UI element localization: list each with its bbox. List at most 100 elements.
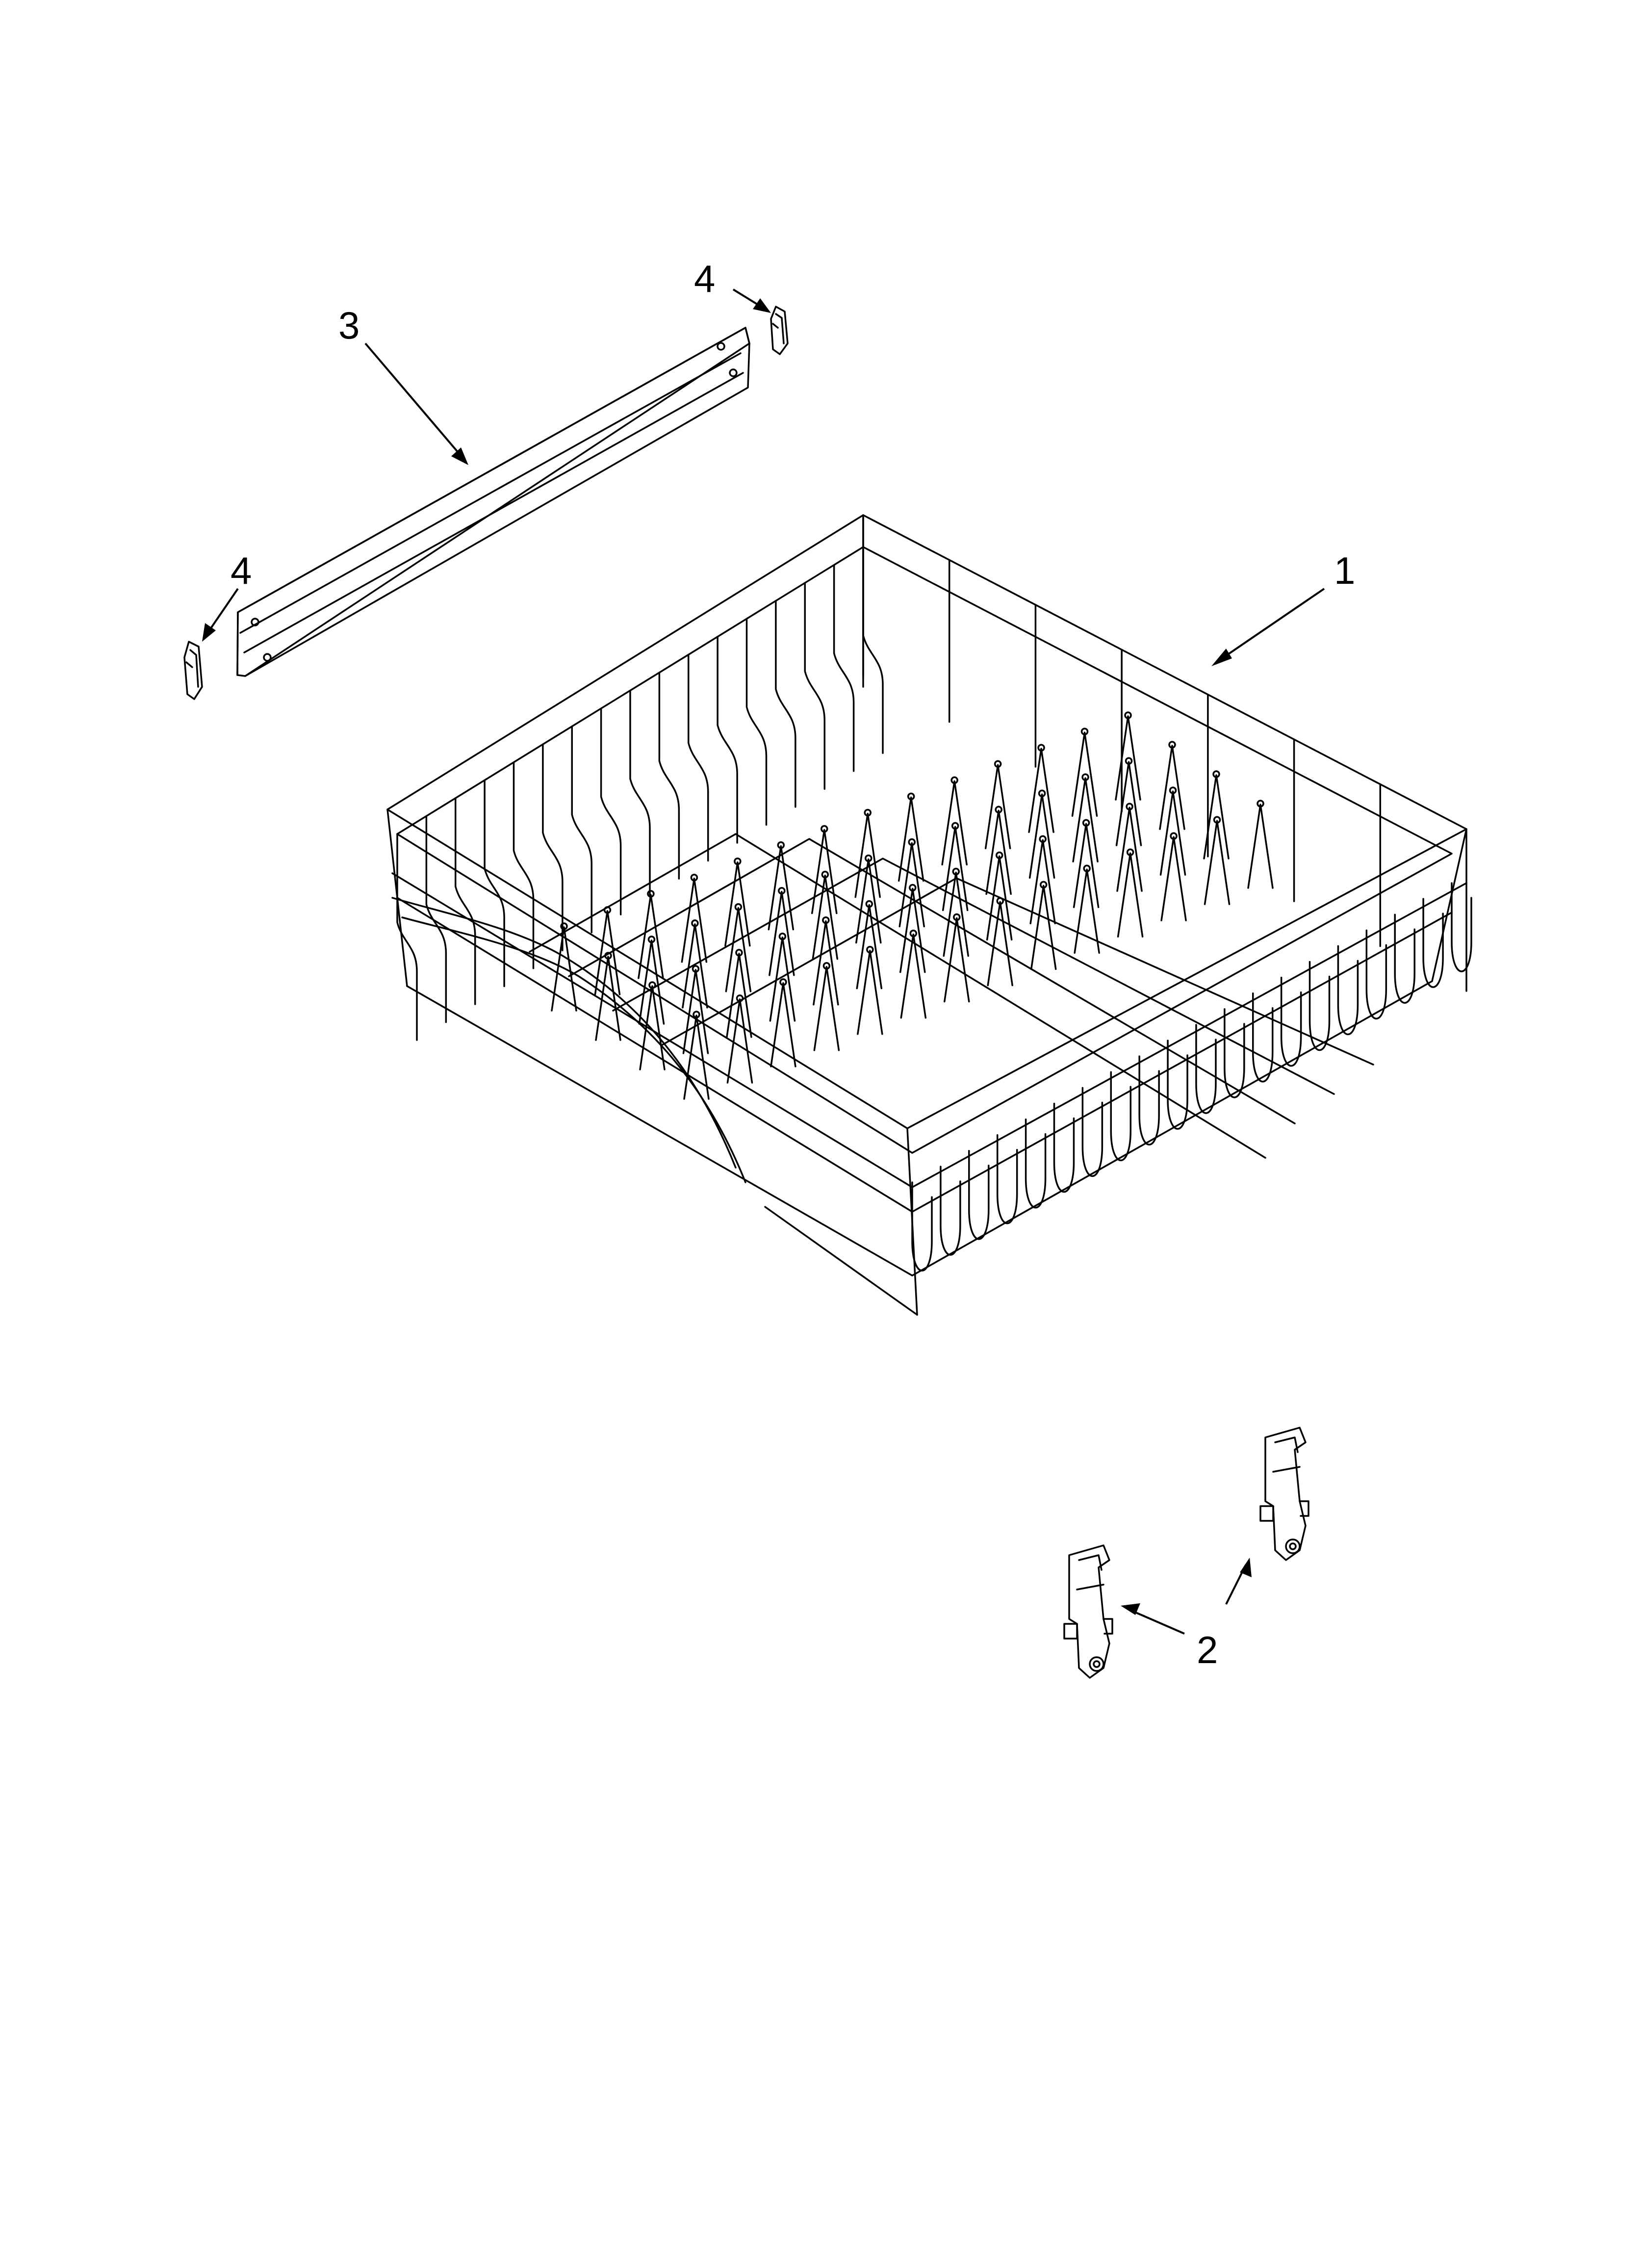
callout-track: 3: [338, 304, 359, 347]
rack-peg: [595, 956, 621, 1041]
rack-peg-tip: [1037, 744, 1045, 752]
rack-peg: [854, 812, 881, 898]
rack-front-tine: [1394, 913, 1415, 1004]
rack-peg-tip: [560, 922, 568, 930]
rack-peg: [1073, 823, 1100, 908]
rack-peg: [1116, 807, 1143, 892]
rack-peg: [1028, 793, 1055, 879]
rack-back-tine: [513, 761, 535, 969]
rack-peg: [1115, 715, 1141, 801]
rack-peg: [1117, 852, 1144, 938]
arrowhead-3: [451, 447, 468, 465]
leader-1: [1215, 588, 1325, 663]
rack-peg: [1074, 868, 1100, 954]
rack-peg: [941, 780, 968, 866]
rack-peg-tip: [995, 851, 1003, 860]
rack-peg-tip: [995, 806, 1002, 814]
rack-peg: [987, 901, 1013, 987]
rack-peg-tip: [822, 916, 830, 924]
rack-peg: [900, 933, 927, 1019]
rack-front-tine: [996, 1134, 1018, 1225]
rack-peg: [724, 861, 751, 947]
rack-peg: [1072, 777, 1099, 862]
rack-peg-tip: [952, 867, 960, 876]
rack-front-tine: [1081, 1087, 1103, 1177]
rack-peg: [594, 910, 621, 995]
rack-peg-tip: [953, 913, 961, 921]
callout-clip-left: 4: [231, 549, 252, 592]
rack-peg: [638, 939, 665, 1025]
rack-front-tine: [1167, 1040, 1188, 1130]
rack-peg: [769, 890, 795, 976]
rack-peg-tip: [736, 994, 744, 1002]
rack-peg: [551, 926, 577, 1012]
arrowhead-4-top: [753, 298, 771, 313]
rack-peg: [1247, 804, 1274, 889]
rack-peg-tip: [691, 919, 699, 927]
rack-peg: [984, 764, 1011, 849]
rack-peg-tip: [1038, 789, 1046, 797]
track-rail-part[interactable]: [236, 327, 750, 677]
rack-peg-tip: [778, 886, 786, 895]
rack-peg: [682, 969, 709, 1054]
rack-peg-tip: [734, 903, 743, 911]
rack-peg-tip: [603, 906, 612, 914]
rack-peg-tip: [1039, 835, 1047, 843]
rack-back-tine: [658, 672, 680, 880]
rack-back-tine: [455, 797, 476, 1005]
rack-back-tine: [804, 582, 825, 790]
rack-peg: [639, 985, 666, 1070]
rack-peg: [813, 966, 840, 1051]
rack-front-tine: [1110, 1071, 1132, 1161]
rack-peg-tip: [648, 981, 656, 989]
dish-rack-part[interactable]: [386, 514, 1472, 1316]
rack-peg: [1030, 885, 1057, 970]
rack-peg-tip: [647, 890, 655, 898]
rack-peg: [855, 858, 882, 944]
rack-adjuster-right-part[interactable]: [1259, 1427, 1309, 1561]
rack-peg-tip: [1039, 881, 1048, 889]
rack-peg: [1160, 836, 1187, 921]
rack-peg: [1204, 820, 1231, 905]
arrowhead-4-left: [202, 623, 216, 642]
track-clip-left-part[interactable]: [183, 641, 203, 700]
rack-front-tine: [1053, 1102, 1075, 1193]
rack-peg: [1029, 839, 1056, 925]
rack-peg: [1159, 745, 1185, 830]
rack-back-tine: [688, 653, 709, 862]
rack-peg-tip: [865, 854, 872, 862]
rack-peg: [681, 878, 708, 963]
rack-peg-tip: [735, 949, 743, 957]
rack-front-tine: [1224, 1008, 1245, 1098]
arrowhead-1: [1211, 649, 1232, 666]
rack-front-tine: [968, 1150, 990, 1240]
rack-peg: [1071, 731, 1098, 817]
rack-peg-tip: [1126, 848, 1134, 856]
rack-peg: [857, 949, 883, 1035]
rack-peg: [942, 826, 969, 912]
rack-peg-tip: [1169, 786, 1177, 794]
rack-peg-tip: [604, 952, 612, 960]
rack-back-tine: [833, 564, 855, 772]
rack-peg: [769, 937, 796, 1022]
rack-peg-tip: [1168, 741, 1176, 749]
rack-peg-tip: [647, 936, 656, 943]
rack-peg-tip: [821, 825, 828, 833]
rack-front-tine: [1422, 898, 1444, 988]
rack-peg-tip: [1170, 832, 1178, 840]
track-clip-top-part[interactable]: [770, 306, 789, 355]
rack-peg: [986, 855, 1013, 941]
rack-back-tine: [396, 833, 418, 1041]
rack-peg-tip: [1124, 711, 1132, 719]
rack-peg-tip: [908, 838, 916, 846]
rack-back-tine: [717, 636, 738, 844]
rack-adjuster-left-part[interactable]: [1063, 1544, 1113, 1679]
rack-peg: [683, 1015, 710, 1100]
rack-peg-tip: [693, 1011, 700, 1018]
rack-front-tine: [1365, 929, 1387, 1019]
rack-peg: [638, 894, 664, 979]
rack-peg: [770, 982, 796, 1068]
rack-peg-tip: [821, 870, 829, 879]
rack-peg-tip: [734, 857, 742, 865]
rack-peg-tip: [1081, 773, 1089, 781]
